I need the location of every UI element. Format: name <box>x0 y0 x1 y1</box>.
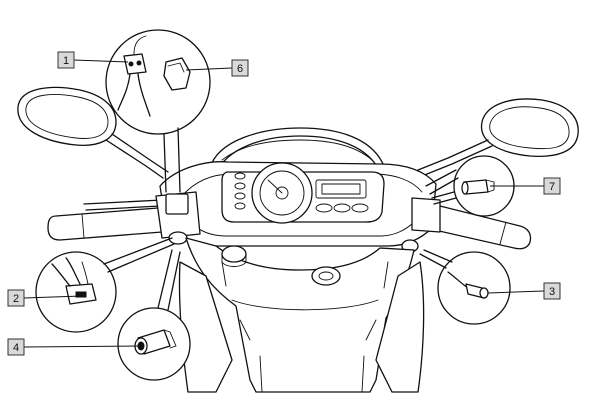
callout-7: 7 <box>543 177 561 195</box>
callout-number: 6 <box>237 63 243 75</box>
lower-cowl <box>178 237 425 393</box>
callout-number: 1 <box>63 55 69 67</box>
instrument-cluster <box>221 162 385 224</box>
right-handlebar <box>401 185 532 253</box>
detail-circle-bottom <box>117 307 191 381</box>
pointer-lines <box>103 127 459 311</box>
callout-2: 2 <box>7 289 25 307</box>
callout-number: 4 <box>13 342 19 354</box>
detail-circle-left <box>35 251 117 333</box>
callout-4: 4 <box>7 338 25 356</box>
callout-number: 2 <box>13 293 19 305</box>
left-mirror <box>17 86 169 179</box>
detail-circle-top <box>105 29 211 135</box>
callout-6: 6 <box>231 59 249 77</box>
callout-number: 7 <box>549 181 555 193</box>
right-mirror <box>417 98 579 177</box>
detail-circle-right <box>437 251 511 325</box>
callout-3: 3 <box>543 282 561 300</box>
callout-1: 1 <box>57 51 75 69</box>
callout-number: 3 <box>549 286 555 298</box>
left-handlebar <box>47 191 201 245</box>
leader-lines <box>23 59 545 348</box>
